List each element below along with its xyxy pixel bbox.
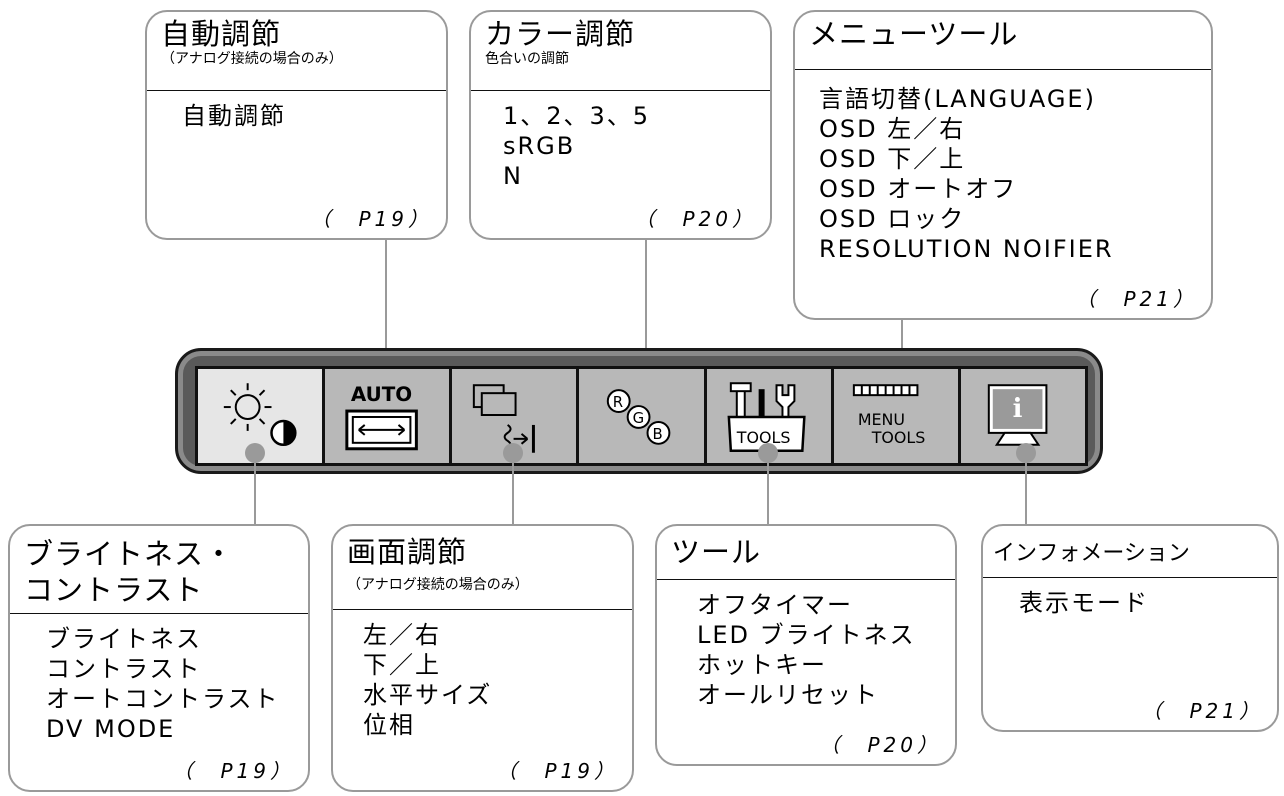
page-reference: （ P21）: [1141, 699, 1263, 723]
information-icon: i: [987, 384, 1048, 446]
menu-item: 1、2、3、5: [503, 102, 651, 130]
osd-icon-bar: AUTO R G B: [195, 366, 1088, 466]
osd-tab-color[interactable]: R G B: [579, 369, 707, 463]
icon-label: i: [1012, 394, 1022, 424]
page-reference: （ P21）: [1075, 287, 1197, 311]
brightness-contrast-callout: ブライトネス・ コントラスト ブライトネス コントラスト オートコントラスト D…: [8, 524, 310, 792]
connector-line: [1025, 452, 1027, 524]
menu-item: コントラスト: [46, 655, 202, 683]
auto-adjust-icon: AUTO: [345, 383, 418, 451]
menu-item: 自動調節: [182, 102, 286, 130]
menu-item: OSD ロック: [819, 205, 966, 233]
svg-text:B: B: [653, 425, 663, 443]
callout-title: メニューツール: [809, 17, 1019, 51]
color-adjust-callout: カラー調節 色合いの調節 1、2、3、5 sRGB N （ P20）: [469, 10, 772, 240]
menu-item: 左／右: [363, 621, 441, 649]
callout-title: カラー調節: [485, 17, 636, 51]
connector-line: [767, 452, 769, 524]
tools-icon: TOOLS: [727, 382, 806, 453]
tools-callout: ツール オフタイマー LED ブライトネス ホットキー オールリセット （ P2…: [655, 524, 957, 766]
menu-item: オートコントラスト: [46, 685, 280, 713]
osd-tab-brightness-contrast[interactable]: [198, 369, 326, 463]
menu-item: OSD オートオフ: [819, 175, 1018, 203]
menu-item: 下／上: [363, 651, 441, 679]
icon-label: TOOLS: [870, 428, 925, 447]
menu-item: ホットキー: [697, 651, 827, 679]
menu-item: オールリセット: [697, 681, 879, 709]
connector-line: [512, 452, 514, 524]
menu-item: 表示モード: [1019, 589, 1149, 617]
menu-item: RESOLUTION NOIFIER: [819, 235, 1114, 263]
connector-line: [385, 238, 387, 380]
page-reference: （ P19）: [310, 207, 432, 231]
svg-text:R: R: [613, 393, 623, 411]
connector-line: [645, 238, 647, 378]
callout-title: ブライトネス・: [24, 537, 235, 571]
callout-title: 自動調節: [161, 17, 282, 51]
menu-item: LED ブライトネス: [697, 621, 916, 649]
information-callout: インフォメーション 表示モード （ P21）: [981, 524, 1279, 732]
menu-tools-icon: MENU TOOLS: [852, 384, 925, 447]
menu-item: N: [503, 162, 523, 190]
menu-item: OSD 下／上: [819, 145, 966, 173]
callout-title: ツール: [671, 535, 762, 569]
menu-item: 言語切替(LANGUAGE): [819, 85, 1096, 113]
connector-line: [901, 318, 903, 368]
page-reference: （ P19）: [496, 759, 618, 783]
connector-line: [254, 452, 256, 524]
page-reference: （ P20）: [634, 207, 756, 231]
brightness-contrast-icon: [223, 383, 297, 447]
callout-title: コントラスト: [24, 573, 204, 607]
auto-adjust-callout: 自動調節 （アナログ接続の場合のみ） 自動調節 （ P19）: [145, 10, 448, 240]
osd-tab-auto-adjust[interactable]: AUTO: [325, 369, 453, 463]
menu-item: 位相: [363, 711, 415, 739]
callout-subtitle: （アナログ接続の場合のみ）: [347, 577, 529, 593]
menu-item: オフタイマー: [697, 591, 853, 619]
menu-item: ブライトネス: [46, 625, 202, 653]
menu-item: DV MODE: [46, 715, 176, 743]
callout-subtitle: （アナログ接続の場合のみ）: [161, 51, 343, 67]
menu-tools-callout: メニューツール 言語切替(LANGUAGE) OSD 左／右 OSD 下／上 O…: [793, 10, 1213, 320]
icon-label: AUTO: [351, 383, 412, 406]
callout-subtitle: 色合いの調節: [485, 51, 569, 67]
menu-item: OSD 左／右: [819, 115, 966, 143]
color-rgb-icon: R G B: [607, 389, 671, 445]
menu-item: 水平サイズ: [363, 681, 493, 709]
callout-title: インフォメーション: [993, 541, 1190, 566]
page-reference: （ P20）: [819, 733, 941, 757]
icon-label: MENU: [858, 410, 905, 429]
svg-text:G: G: [633, 409, 645, 427]
page-reference: （ P19）: [172, 759, 294, 783]
callout-title: 画面調節: [347, 535, 468, 569]
screen-adjust-callout: 画面調節 （アナログ接続の場合のみ） 左／右 下／上 水平サイズ 位相 （ P1…: [331, 524, 634, 792]
menu-item: sRGB: [503, 132, 576, 160]
icon-label: TOOLS: [735, 428, 790, 447]
osd-tab-menu-tools[interactable]: MENU TOOLS: [833, 369, 961, 463]
